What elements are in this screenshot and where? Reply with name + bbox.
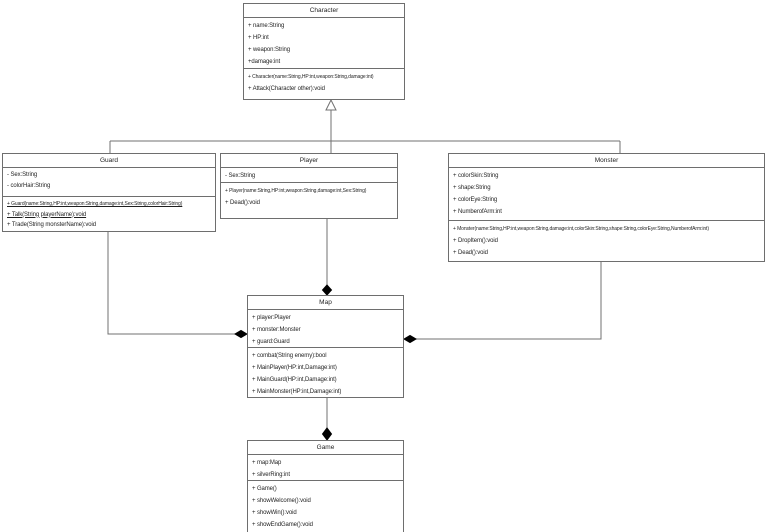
attribute: - Sex:String xyxy=(7,172,38,178)
class-map-title: Map xyxy=(248,296,403,310)
composition-connector-map-guard xyxy=(107,232,248,339)
attribute: + HP:int xyxy=(248,35,269,41)
class-monster: Monster + colorSkin:String + shape:Strin… xyxy=(448,153,765,262)
class-game-title: Game xyxy=(248,441,403,455)
method: + Dead():void xyxy=(453,250,488,256)
method: + combat(String enemy):bool xyxy=(252,353,327,359)
class-player-title: Player xyxy=(221,154,397,168)
attribute: + shape:String xyxy=(453,185,491,191)
attribute: + map:Map xyxy=(252,460,282,466)
class-map-attributes: + player:Player + monster:Monster + guar… xyxy=(248,310,403,348)
class-guard: Guard - Sex:String - colorHair:String + … xyxy=(2,153,216,232)
composition-line xyxy=(416,262,602,340)
composition-connector-game-map xyxy=(321,398,333,441)
attribute: + NumberofArm:int xyxy=(453,209,502,215)
attribute: + player:Player xyxy=(252,315,291,321)
method: + showWelcome():void xyxy=(252,498,311,504)
method: + Character(name:String,HP:int,weapon:St… xyxy=(248,74,374,80)
class-map-methods: + combat(String enemy):bool + MainPlayer… xyxy=(248,348,403,397)
attribute: + silverRing:int xyxy=(252,472,290,478)
method: + Player(name:String,HP:int,weapon:Strin… xyxy=(225,188,367,194)
inheritance-triangle-icon xyxy=(325,98,337,111)
class-character-methods: + Character(name:String,HP:int,weapon:St… xyxy=(244,69,404,99)
method: + MainMonster(HP:int,Damage:int) xyxy=(252,389,342,395)
attribute: + name:String xyxy=(248,23,285,29)
class-guard-title: Guard xyxy=(3,154,215,168)
attribute: + colorSkin:String xyxy=(453,173,499,179)
attribute: - colorHair:String xyxy=(7,182,51,189)
method: + DropItem():void xyxy=(453,238,498,244)
class-character-title: Character xyxy=(244,4,404,18)
attribute: + guard:Guard xyxy=(252,339,290,345)
composition-line xyxy=(107,232,235,335)
method: + Trade(String monsterName):void xyxy=(7,222,97,228)
composition-diamond-icon xyxy=(403,334,417,344)
class-player-attributes: - Sex:String xyxy=(221,168,397,183)
class-guard-attributes: - Sex:String - colorHair:String xyxy=(3,168,215,197)
generalization-line xyxy=(109,110,621,153)
class-character: Character + name:String + HP:int + weapo… xyxy=(243,3,405,100)
method: + Talk(String playerName):void xyxy=(7,211,87,218)
method: + Guard(name:String,HP:int,weapon:String… xyxy=(7,201,183,207)
attribute: - Sex:String xyxy=(225,173,256,179)
method: + showEndGame():void xyxy=(252,522,313,528)
class-monster-title: Monster xyxy=(449,154,764,168)
class-game-attributes: + map:Map + silverRing:int xyxy=(248,455,403,481)
composition-diamond-icon xyxy=(234,329,248,339)
method: + Game() xyxy=(252,486,277,492)
composition-diamond-icon xyxy=(321,284,333,296)
attribute: +damage:int xyxy=(248,59,281,65)
attribute: + weapon:String xyxy=(248,47,291,53)
class-player-methods: + Player(name:String,HP:int,weapon:Strin… xyxy=(221,183,397,218)
class-guard-methods: + Guard(name:String,HP:int,weapon:String… xyxy=(3,197,215,231)
method: + Attack(Character other):void xyxy=(248,86,325,92)
class-monster-methods: + Monster(name:String,HP:int,weapon:Stri… xyxy=(449,221,764,261)
method: + showWin():void xyxy=(252,510,297,516)
class-game-methods: + Game() + showWelcome():void + showWin(… xyxy=(248,481,403,532)
attribute: + monster:Monster xyxy=(252,327,301,333)
composition-diamond-icon xyxy=(321,427,333,441)
class-monster-attributes: + colorSkin:String + shape:String + colo… xyxy=(449,168,764,221)
attribute: + colorEye:String xyxy=(453,197,498,203)
generalization-connector-character xyxy=(109,98,621,153)
method: + MainPlayer(HP:int,Damage:int) xyxy=(252,365,337,371)
composition-connector-map-player xyxy=(321,219,333,296)
method: + Dead():void xyxy=(225,200,260,206)
composition-connector-map-monster xyxy=(403,262,602,344)
class-map: Map + player:Player + monster:Monster + … xyxy=(247,295,404,398)
method: + Monster(name:String,HP:int,weapon:Stri… xyxy=(453,226,709,232)
method: + MainGuard(HP:int,Damage:int) xyxy=(252,377,337,383)
class-player: Player - Sex:String + Player(name:String… xyxy=(220,153,398,219)
class-character-attributes: + name:String + HP:int + weapon:String +… xyxy=(244,18,404,69)
class-game: Game + map:Map + silverRing:int + Game()… xyxy=(247,440,404,532)
